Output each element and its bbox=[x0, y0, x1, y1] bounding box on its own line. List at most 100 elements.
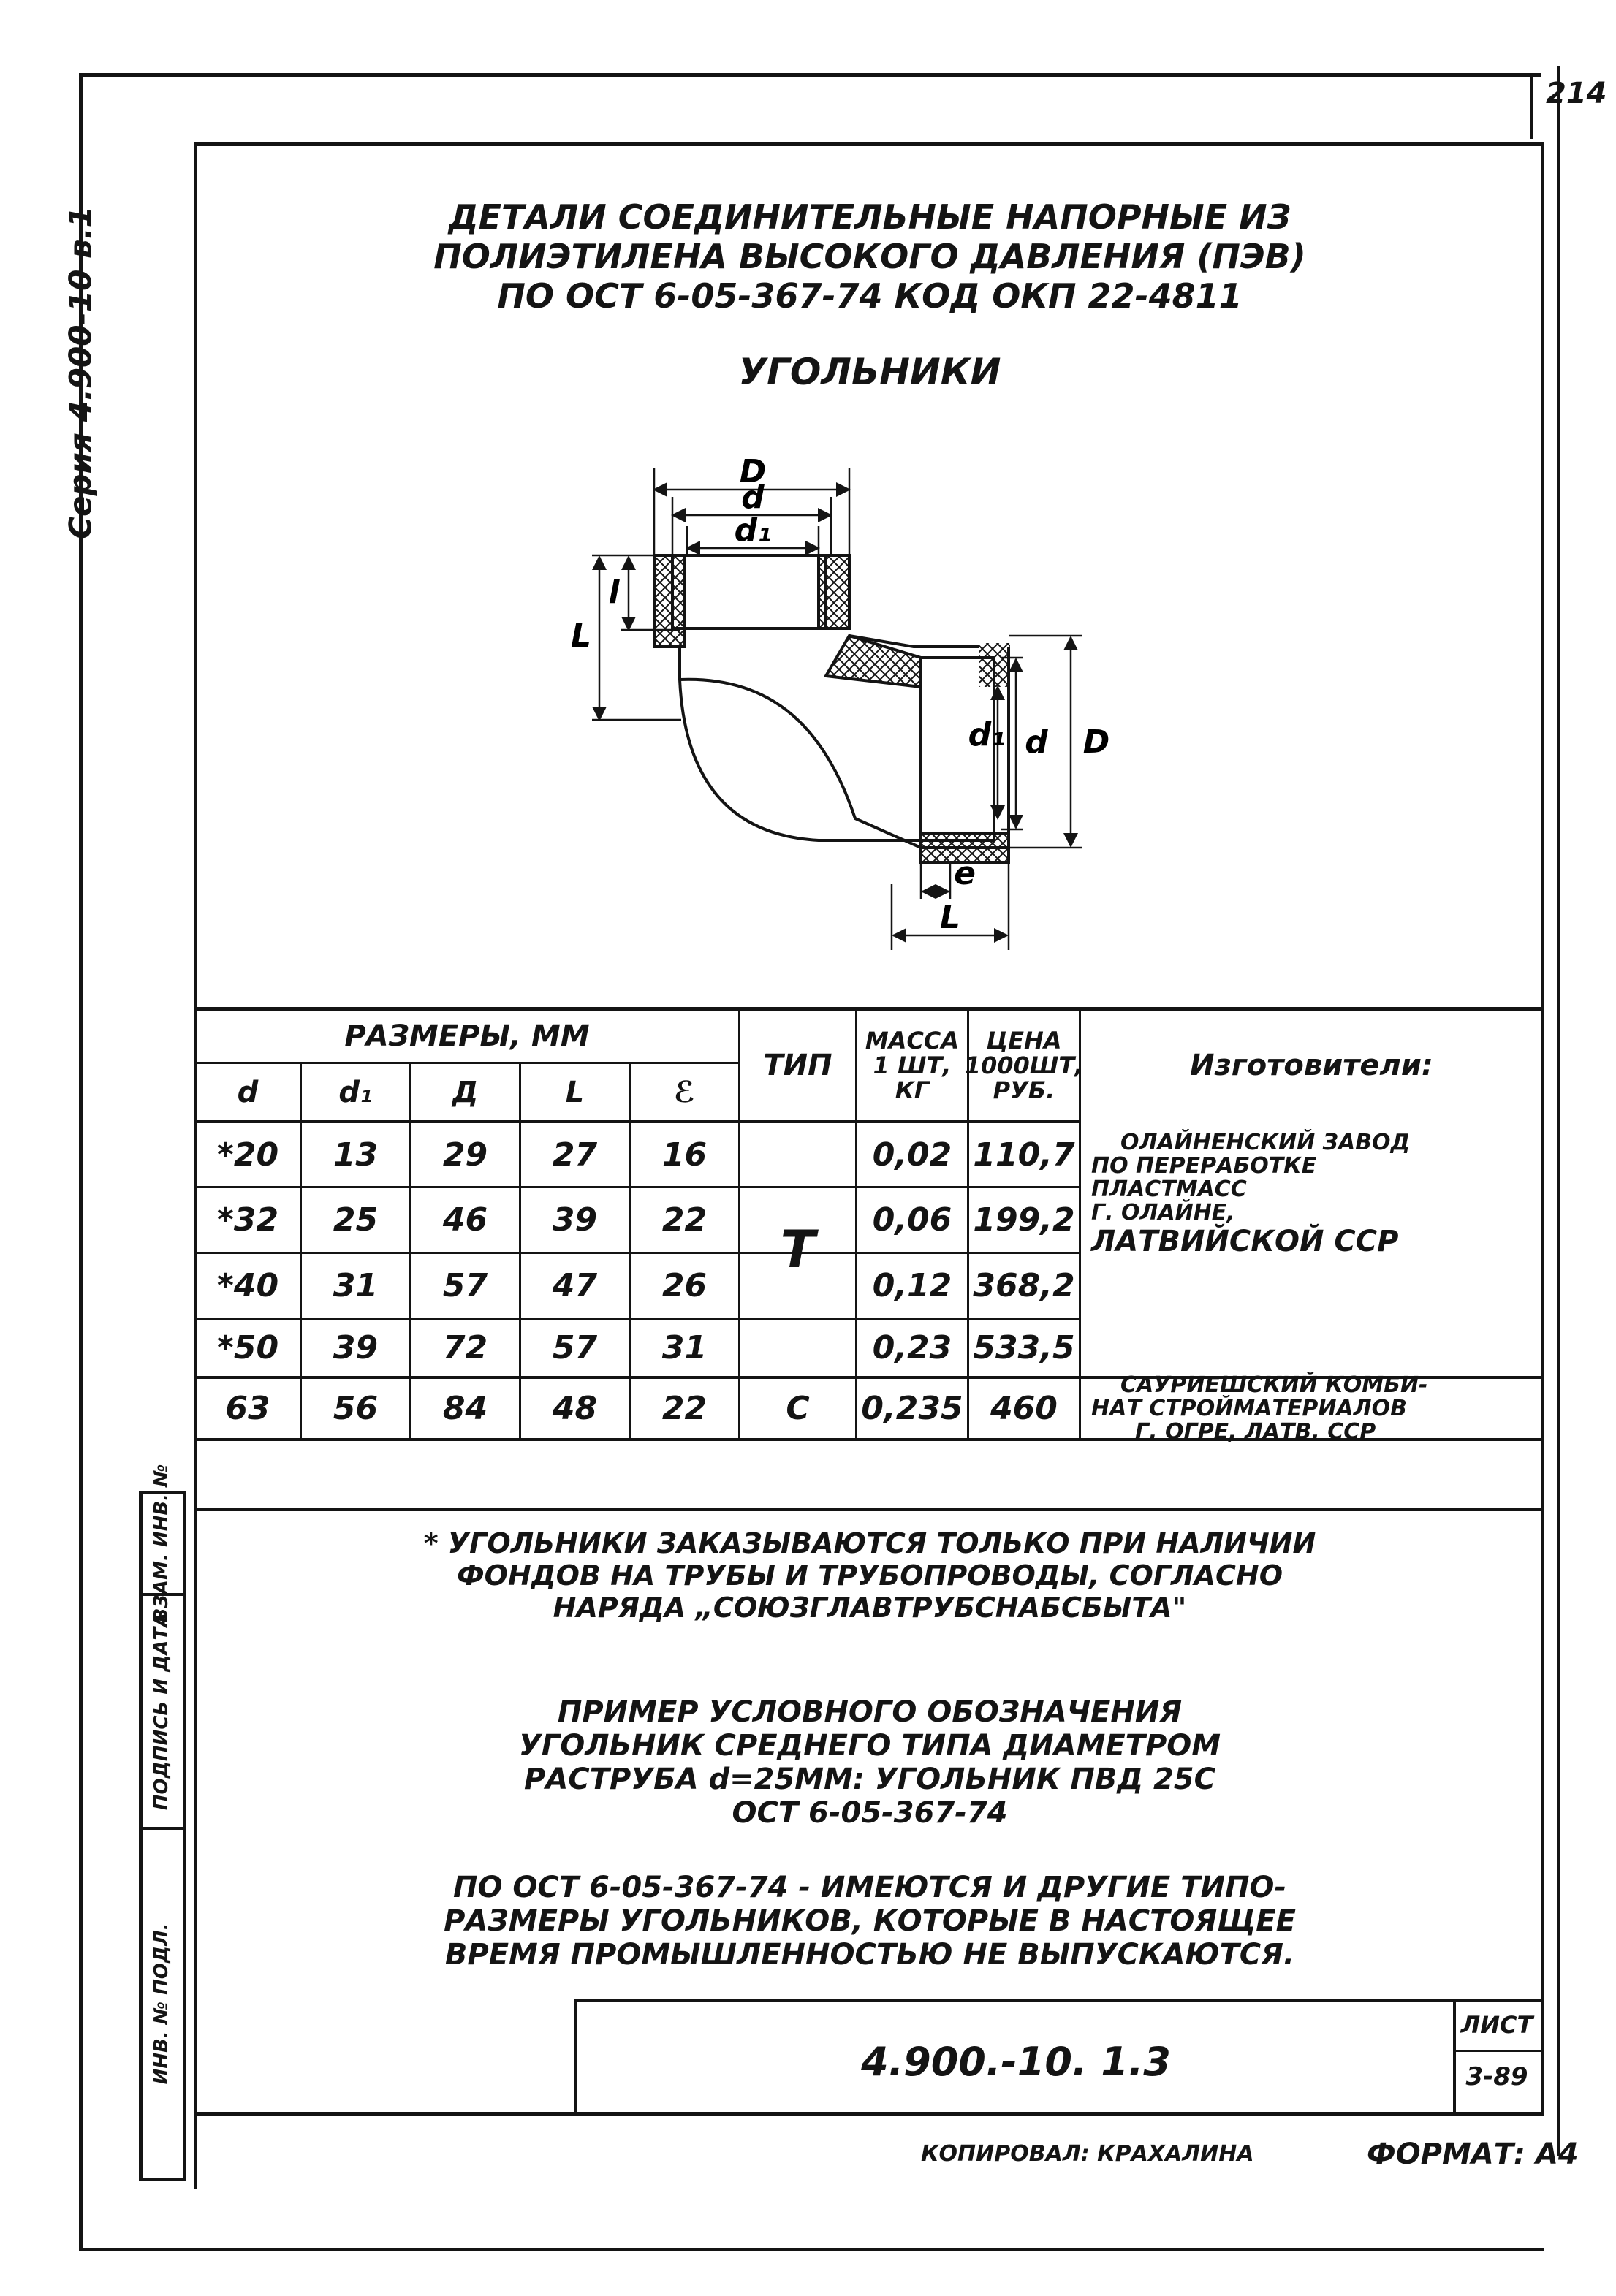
dim-label-d: d bbox=[741, 479, 765, 516]
manufacturer-1-line-2: ПО ПЕРЕРАБОТКЕ bbox=[1091, 1153, 1317, 1179]
table-rule bbox=[629, 1062, 631, 1438]
table-cell-L: 27 bbox=[552, 1136, 598, 1174]
table-cell-mass: 0,12 bbox=[872, 1267, 952, 1304]
table-cell-d: *40 bbox=[216, 1267, 279, 1304]
dim-label-l: l bbox=[608, 574, 620, 611]
page-bottom-rule bbox=[79, 2248, 1544, 2251]
dim-label-D-right: D bbox=[1083, 723, 1110, 761]
side-stamp-original-inventory-text: ИНВ. № ПОДЛ. bbox=[151, 1923, 172, 2085]
side-stamp-rule bbox=[183, 1492, 186, 2179]
table-cell-e: 16 bbox=[661, 1136, 708, 1174]
manufacturer-1-line-3: ПЛАСТМАСС bbox=[1091, 1176, 1247, 1202]
table-rule bbox=[967, 1007, 969, 1438]
table-cell-d1: 25 bbox=[333, 1201, 379, 1239]
side-stamp-original-inventory: ИНВ. № ПОДЛ. bbox=[139, 1830, 184, 2178]
note-line-1: ПО ОСТ 6-05-367-74 - ИМЕЮТСЯ И ДРУГИЕ ТИ… bbox=[452, 1871, 1287, 1904]
side-stamp-rule bbox=[139, 2178, 186, 2181]
table-cell-mass: 0,02 bbox=[872, 1136, 952, 1174]
table-cell-d1: 39 bbox=[333, 1329, 379, 1366]
frame-bottom bbox=[194, 2112, 1544, 2116]
header-mass-line-1: МАССА bbox=[865, 1027, 960, 1054]
header-sizes-group: РАЗМЕРЫ, ММ bbox=[344, 1019, 590, 1053]
frame-top bbox=[194, 142, 1544, 146]
dim-label-D: D bbox=[740, 453, 767, 490]
table-cell-e: 31 bbox=[661, 1329, 708, 1366]
header-L: L bbox=[565, 1075, 585, 1109]
manufacturer-2-line-2: НАТ СТРОЙМАТЕРИАЛОВ bbox=[1091, 1396, 1407, 1421]
table-cell-price: 533,5 bbox=[973, 1329, 1075, 1366]
table-cell-L: 48 bbox=[552, 1390, 598, 1427]
header-d1: d₁ bbox=[338, 1075, 373, 1109]
header-manufacturers: Изготовители: bbox=[1190, 1049, 1433, 1082]
manufacturer-1: ОЛАЙНЕНСКИЙ ЗАВОД ПО ПЕРЕРАБОТКЕ ПЛАСТМА… bbox=[1091, 1131, 1537, 1277]
table-cell-d: *50 bbox=[216, 1329, 279, 1366]
example-line-4: ОСТ 6-05-367-74 bbox=[732, 1796, 1008, 1830]
example-line-1: ПРИМЕР УСЛОВНОГО ОБОЗНАЧЕНИЯ bbox=[557, 1695, 1183, 1729]
table-cell-price: 199,2 bbox=[973, 1201, 1075, 1239]
table-rule bbox=[196, 1252, 1079, 1254]
title-box-left bbox=[574, 1999, 577, 2116]
series-label-text: Серия 4.900-10 в.1 bbox=[62, 206, 99, 539]
table-cell-D: 46 bbox=[442, 1201, 488, 1239]
sizes-table: РАЗМЕРЫ, ММ d d₁ Д L ℰ ТИП МАССА 1 ШТ, К… bbox=[196, 1007, 1542, 1511]
series-label: Серия 4.900-10 в.1 bbox=[51, 183, 110, 563]
table-cell-mass: 0,23 bbox=[872, 1329, 952, 1366]
footnote-line-3: НАРЯДА „СОЮЗГЛАВТРУБСНАБСБЫТА" bbox=[553, 1592, 1187, 1624]
side-stamp-signature-date: ПОДПИСЬ И ДАТА bbox=[139, 1596, 184, 1827]
document-code: 4.900.-10. 1.3 bbox=[861, 2039, 1171, 2085]
standard-note: ПО ОСТ 6-05-367-74 - ИМЕЮТСЯ И ДРУГИЕ ТИ… bbox=[278, 1871, 1462, 1972]
designation-example: ПРИМЕР УСЛОВНОГО ОБОЗНАЧЕНИЯ УГОЛЬНИК СР… bbox=[278, 1695, 1462, 1830]
side-stamp-signature-date-text: ПОДПИСЬ И ДАТА bbox=[151, 1612, 172, 1811]
sheet-label: ЛИСТ bbox=[1460, 2011, 1533, 2039]
table-rule bbox=[196, 1120, 1079, 1123]
table-rule bbox=[1079, 1007, 1081, 1438]
format-label: ФОРМАТ: А4 bbox=[1367, 2137, 1579, 2171]
manufacturer-1-line-5: ЛАТВИЙСКОЙ ССР bbox=[1091, 1225, 1399, 1258]
table-cell-price: 460 bbox=[990, 1390, 1058, 1427]
frame-right bbox=[1541, 142, 1544, 2116]
table-cell-e: 22 bbox=[661, 1390, 708, 1427]
table-cell-d1: 56 bbox=[333, 1390, 379, 1427]
table-rule bbox=[196, 1186, 1079, 1188]
manufacturer-2: САУРИЕШСКИЙ КОМБИ- НАТ СТРОЙМАТЕРИАЛОВ Г… bbox=[1091, 1374, 1537, 1444]
footnote: * УГОЛЬНИКИ ЗАКАЗЫВАЮТСЯ ТОЛЬКО ПРИ НАЛИ… bbox=[278, 1527, 1462, 1624]
table-rule bbox=[519, 1062, 521, 1438]
title-line-1: ДЕТАЛИ СОЕДИНИТЕЛЬНЫЕ НАПОРНЫЕ ИЗ bbox=[448, 197, 1291, 237]
example-line-3: РАСТРУБА d=25ММ: УГОЛЬНИК ПВД 25С bbox=[524, 1763, 1215, 1796]
table-cell-price: 368,2 bbox=[973, 1267, 1075, 1304]
dim-label-d1-right: d₁ bbox=[968, 716, 1006, 753]
table-rule bbox=[409, 1062, 411, 1438]
elbow-drawing: D d d₁ l L D d d₁ e L bbox=[571, 453, 1110, 950]
note-line-2: РАЗМЕРЫ УГОЛЬНИКОВ, КОТОРЫЕ В НАСТОЯЩЕЕ bbox=[444, 1904, 1296, 1938]
page-top-rule bbox=[79, 73, 1541, 77]
type-T-cell: Т bbox=[780, 1220, 816, 1280]
document-title: ДЕТАЛИ СОЕДИНИТЕЛЬНЫЕ НАПОРНЫЕ ИЗ ПОЛИЭТ… bbox=[212, 197, 1528, 316]
header-mass: МАССА 1 ШТ, КГ bbox=[857, 1011, 967, 1120]
header-price: ЦЕНА 1000ШТ, РУБ. bbox=[965, 1011, 1084, 1120]
table-cell-mass: 0,235 bbox=[861, 1390, 963, 1427]
table-cell-d: 63 bbox=[225, 1390, 270, 1427]
table-cell-d: *32 bbox=[216, 1201, 279, 1239]
side-stamp-rule bbox=[139, 1827, 186, 1830]
manufacturer-1-line-4: Г. ОЛАЙНЕ, bbox=[1091, 1200, 1235, 1225]
manufacturer-1-line-1: ОЛАЙНЕНСКИЙ ЗАВОД bbox=[1120, 1130, 1411, 1155]
title-line-3: ПО ОСТ 6-05-367-74 КОД ОКП 22-4811 bbox=[497, 276, 1243, 316]
dim-label-L-vertical: L bbox=[571, 617, 591, 655]
side-stamp-rule bbox=[139, 1491, 186, 1494]
table-cell-e: 22 bbox=[661, 1201, 708, 1239]
table-rule bbox=[196, 1508, 1542, 1511]
section-title: УГОЛЬНИКИ bbox=[738, 351, 1001, 393]
title-box-top bbox=[574, 1999, 1542, 2002]
page-number-box-left bbox=[1530, 73, 1533, 139]
side-stamp-rule bbox=[139, 1593, 186, 1596]
table-cell-L: 57 bbox=[552, 1329, 598, 1366]
table-rule bbox=[738, 1007, 740, 1438]
header-type: ТИП bbox=[763, 1049, 832, 1082]
table-cell-d1: 13 bbox=[333, 1136, 379, 1174]
table-rule bbox=[196, 1062, 738, 1064]
table-rule bbox=[196, 1376, 1542, 1379]
sheet-number: 3-89 bbox=[1465, 2062, 1528, 2091]
table-cell-D: 29 bbox=[442, 1136, 488, 1174]
footnote-line-1: * УГОЛЬНИКИ ЗАКАЗЫВАЮТСЯ ТОЛЬКО ПРИ НАЛИ… bbox=[423, 1527, 1316, 1559]
table-rule bbox=[196, 1007, 1542, 1011]
